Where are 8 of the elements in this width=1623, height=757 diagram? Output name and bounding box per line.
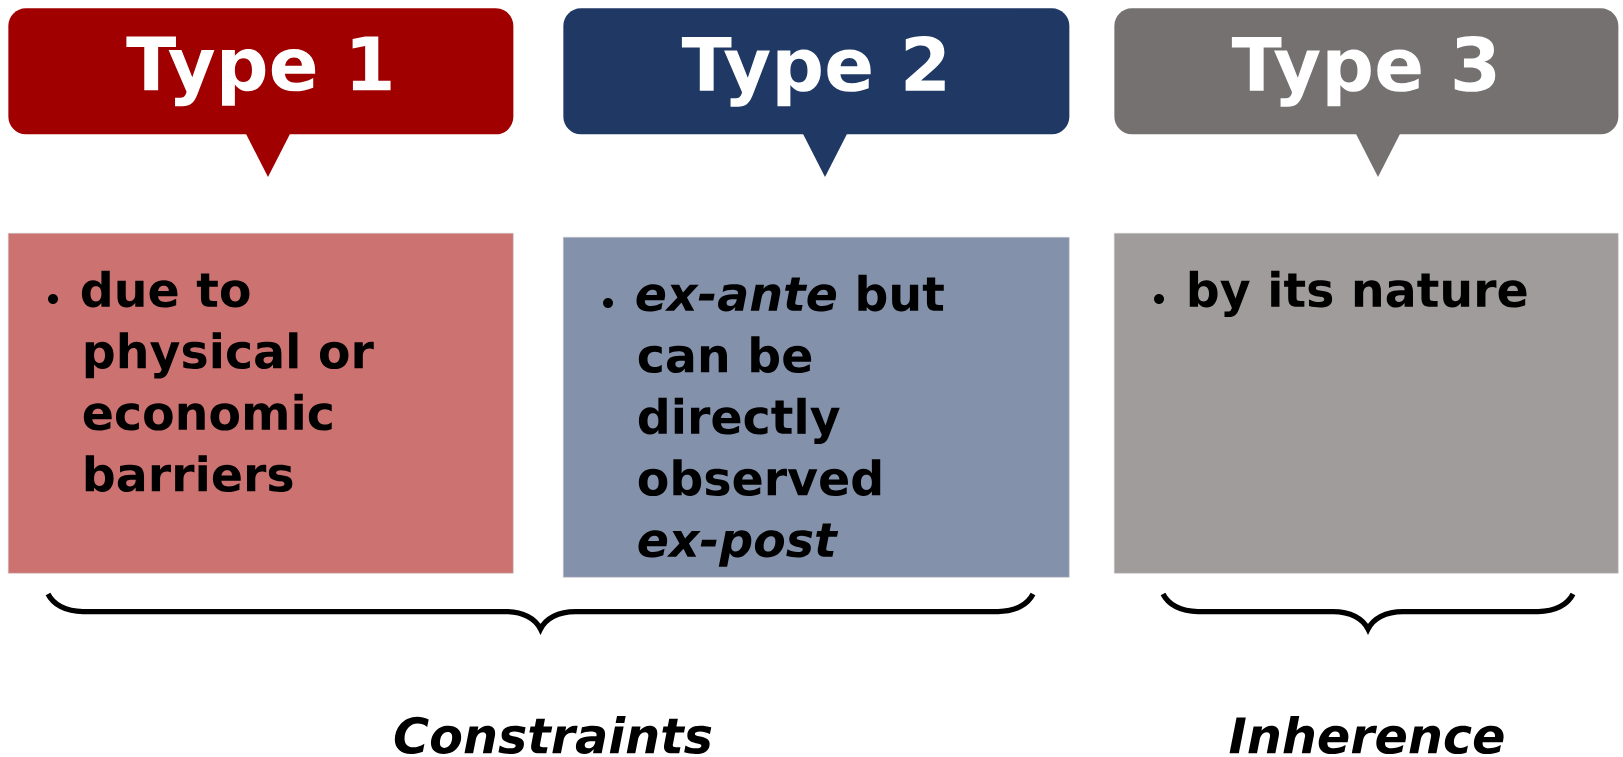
callout-box: Type 3 (1114, 8, 1619, 177)
text-box: by its nature (1114, 233, 1619, 574)
text-box: due to physical or economic barriers (8, 233, 514, 574)
group-label: Inherence (1229, 716, 1504, 755)
callout-box: Type 2 (563, 8, 1070, 177)
text-box: ex-ante but can be directly observed ex-post (563, 237, 1070, 578)
group-label: Constraints (394, 716, 712, 755)
callout-box: Type 1 (8, 8, 514, 177)
